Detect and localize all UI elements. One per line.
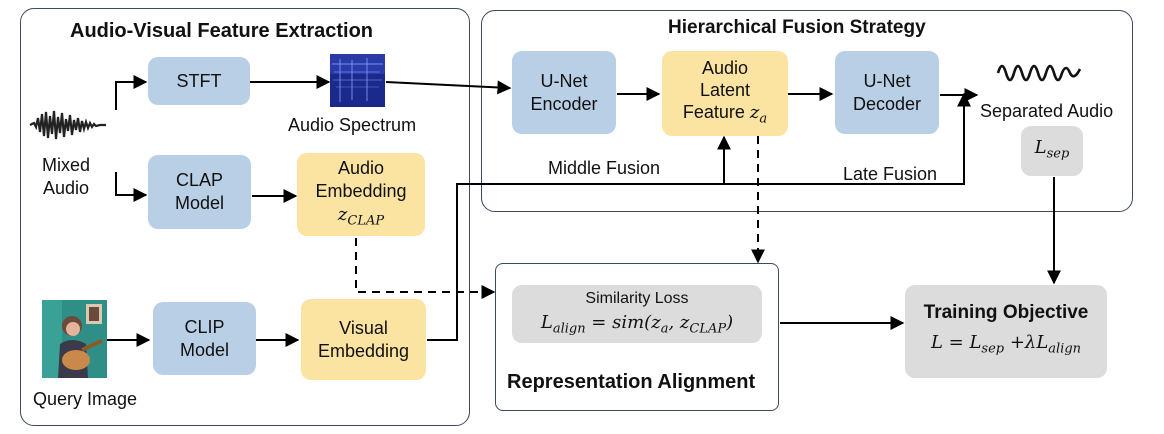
decoder-line1: U-Net bbox=[863, 70, 911, 91]
sim-close: ) bbox=[726, 311, 734, 333]
audio-spectrum-label: Audio Spectrum bbox=[288, 115, 417, 135]
middle-fusion-label: Middle Fusion bbox=[548, 158, 661, 178]
training-objective-block: Training Objective L = Lsep +λLalign bbox=[905, 285, 1107, 378]
sim-eq: = sim( bbox=[585, 311, 652, 333]
sim-z2-subscript: CLAP bbox=[689, 321, 727, 337]
stft-label: STFT bbox=[176, 70, 222, 91]
lsep-symbol: Lsep bbox=[1035, 136, 1070, 166]
fusion-panel-title: Hierarchical Fusion Strategy bbox=[668, 17, 926, 38]
visual-embedding-line2: Embedding bbox=[317, 340, 410, 361]
unet-decoder-block: U-Net Decoder bbox=[835, 51, 939, 134]
query-image-label: Query Image bbox=[33, 389, 138, 409]
latent-feature-word: Feature bbox=[682, 101, 745, 122]
training-objective-formula: L = Lsep +λLalign bbox=[931, 328, 1081, 365]
sim-comma: , bbox=[668, 311, 680, 333]
clip-line2: Model bbox=[179, 339, 230, 360]
lsep-loss-block: Lsep bbox=[1021, 126, 1083, 176]
obj-plus-lambda: +λ bbox=[1004, 332, 1037, 354]
z-clap-subscript: CLAP bbox=[347, 213, 385, 229]
separated-audio-label: Separated Audio bbox=[980, 101, 1114, 121]
decoder-line2: Decoder bbox=[852, 93, 922, 114]
audio-embedding-line1: Audio bbox=[337, 157, 385, 178]
clap-line2: Model bbox=[174, 193, 225, 213]
clip-line1: CLIP bbox=[184, 316, 225, 337]
alignment-panel-title: Representation Alignment bbox=[507, 371, 756, 393]
encoder-line1: U-Net bbox=[540, 70, 588, 91]
sim-z2: z bbox=[679, 311, 690, 333]
audio-embedding-line2: Embedding bbox=[315, 180, 407, 201]
latent-line3: Feature za bbox=[683, 101, 767, 131]
encoder-line2: Encoder bbox=[530, 93, 598, 114]
obj-l: L bbox=[930, 332, 943, 354]
visual-embedding-line1: Visual bbox=[339, 317, 388, 338]
mixed-audio-line1: Mixed bbox=[42, 155, 91, 175]
stft-block: STFT bbox=[148, 57, 250, 105]
clap-model-block: CLAP Model bbox=[148, 155, 251, 229]
sim-z1-subscript: a bbox=[660, 321, 669, 337]
z-a-subscript: a bbox=[759, 111, 768, 127]
unet-encoder-block: U-Net Encoder bbox=[512, 51, 616, 134]
audio-embedding-block: Audio Embedding zCLAP bbox=[297, 153, 425, 236]
obj-lsep-subscript: sep bbox=[981, 341, 1005, 357]
late-fusion-label: Late Fusion bbox=[843, 164, 938, 184]
obj-lsep: L bbox=[969, 332, 982, 354]
audio-spectrum-icon bbox=[330, 54, 385, 107]
similarity-loss-title: Similarity Loss bbox=[585, 289, 689, 307]
z-a-symbol: z bbox=[749, 101, 760, 123]
latent-line1: Audio bbox=[701, 57, 749, 78]
similarity-formula: Lalign = sim(za, zCLAP) bbox=[541, 311, 733, 342]
align-l: L bbox=[540, 311, 553, 333]
audio-embedding-symbol: zCLAP bbox=[338, 203, 384, 233]
lsep-subscript: sep bbox=[1046, 146, 1070, 162]
clap-line1: CLAP bbox=[175, 170, 224, 190]
query-image-photo bbox=[42, 300, 107, 378]
obj-lalign-subscript: align bbox=[1048, 341, 1082, 357]
mixed-audio-waveform-icon bbox=[29, 110, 106, 140]
extraction-panel-title: Audio-Visual Feature Extraction bbox=[70, 20, 374, 42]
z-clap-symbol: z bbox=[337, 203, 348, 225]
latent-line2: Latent bbox=[699, 79, 751, 100]
separated-audio-wave-icon bbox=[996, 64, 1082, 82]
training-objective-title: Training Objective bbox=[923, 302, 1089, 324]
lsep-l: L bbox=[1034, 137, 1047, 159]
audio-latent-feature-block: Audio Latent Feature za bbox=[662, 51, 788, 136]
visual-embedding-block: Visual Embedding bbox=[301, 299, 426, 380]
align-subscript: align bbox=[552, 321, 586, 337]
sim-z1: z bbox=[651, 311, 661, 333]
mixed-audio-label: Mixed Audio bbox=[42, 154, 90, 200]
clip-model-block: CLIP Model bbox=[153, 302, 256, 375]
obj-lalign: L bbox=[1036, 332, 1049, 354]
mixed-audio-line2: Audio bbox=[42, 178, 90, 198]
latent-symbol: za bbox=[749, 101, 768, 127]
similarity-loss-block: Similarity Loss Lalign = sim(za, zCLAP) bbox=[512, 285, 762, 343]
obj-eq: = bbox=[942, 332, 970, 354]
